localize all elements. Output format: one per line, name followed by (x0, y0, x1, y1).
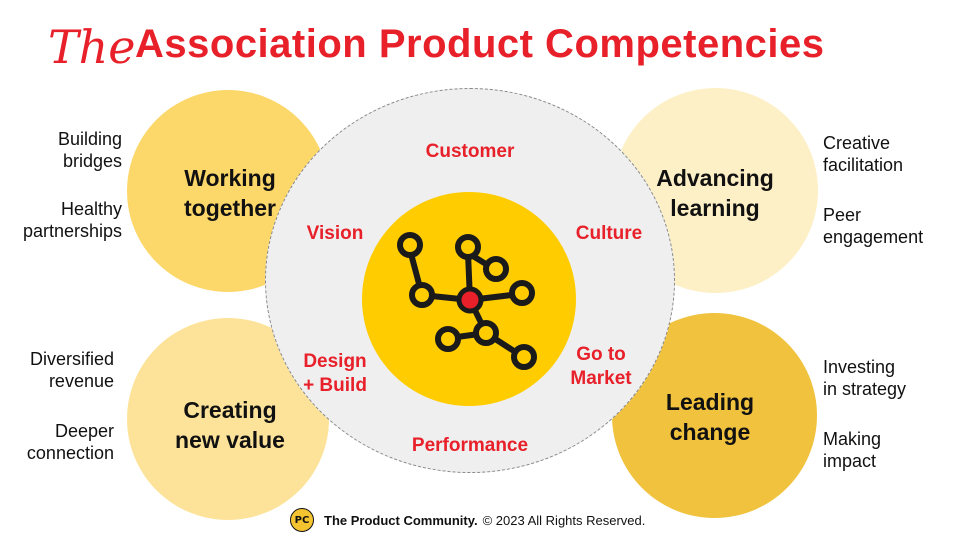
footer-brand: The Product Community. (324, 512, 478, 528)
creating-new-value-label: Creating new value (175, 397, 285, 453)
product-community-logo: PC (290, 508, 314, 532)
title-prefix: The (48, 20, 136, 74)
creating-new-value-notes: Diversified revenue Deeper connection (26, 349, 114, 463)
ring-label-design-build: Design + Build (303, 351, 367, 396)
ring-label-vision: Vision (306, 223, 364, 244)
advancing-learning-notes: Creative facilitation Peer engagement (823, 133, 924, 247)
ring-label-performance: Performance (411, 435, 529, 456)
ring-label-culture: Culture (575, 223, 643, 244)
ring-label-go-to-market: Go to Market (570, 344, 632, 389)
working-together-notes: Building bridges Healthy partnerships (22, 129, 122, 241)
footer: PC The Product Community. © 2023 All Rig… (290, 508, 645, 532)
working-together-label: Working together (184, 165, 276, 221)
advancing-learning-label: Advancing learning (656, 165, 774, 221)
page-title: Association Product Competencies (135, 22, 825, 66)
footer-rights: © 2023 All Rights Reserved. (482, 512, 646, 528)
leading-change-label: Leading change (665, 389, 755, 445)
ring-label-customer: Customer (425, 141, 515, 162)
network-graph-icon (397, 232, 537, 370)
leading-change-notes: Investing in strategy Making impact (823, 357, 907, 471)
